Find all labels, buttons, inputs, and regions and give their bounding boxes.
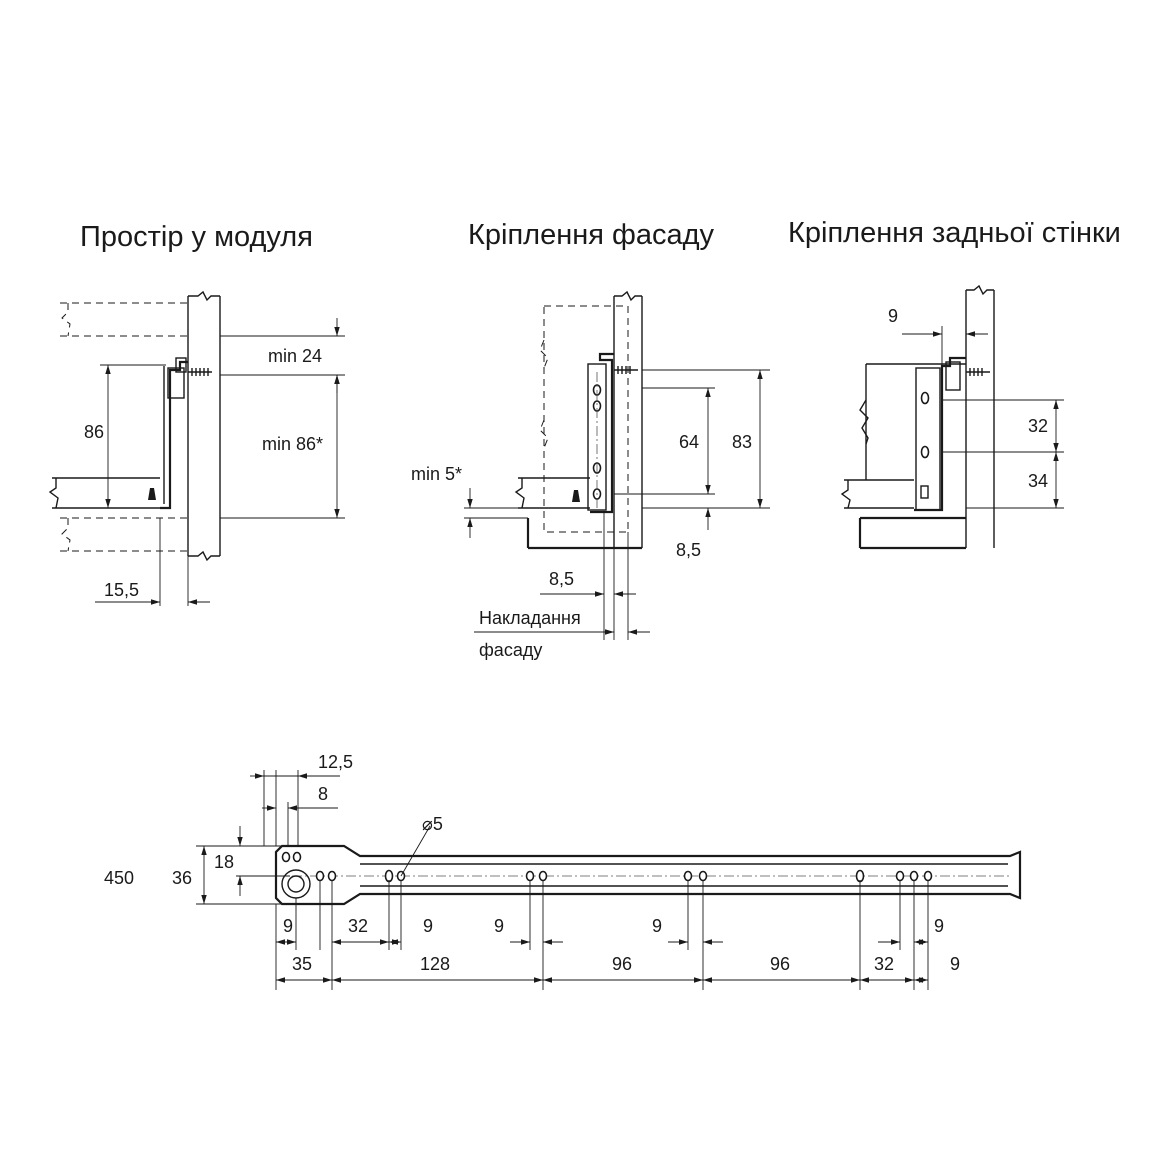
dim-8-5-side: 8,5 xyxy=(549,569,574,589)
dim-min-24: min 24 xyxy=(268,346,322,366)
dim-12-5: 12,5 xyxy=(318,752,353,772)
dim-450: 450 xyxy=(104,868,134,888)
dim-34-back: 34 xyxy=(1028,471,1048,491)
dim-83: 83 xyxy=(732,432,752,452)
dim-row1-1: 32 xyxy=(348,916,368,936)
dim-row2-5: 9 xyxy=(950,954,960,974)
dim-row1-5: 9 xyxy=(934,916,944,936)
dim-18: 18 xyxy=(214,852,234,872)
facade-mount-drawing xyxy=(464,290,770,640)
dim-row2-2: 96 xyxy=(612,954,632,974)
dim-diameter-5: ⌀5 xyxy=(422,814,443,834)
back-mount-drawing xyxy=(840,284,1064,550)
dim-32-back: 32 xyxy=(1028,416,1048,436)
dim-row2-0: 35 xyxy=(292,954,312,974)
dim-64: 64 xyxy=(679,432,699,452)
dim-86: 86 xyxy=(84,422,104,442)
label-overlay-line2: фасаду xyxy=(479,640,542,660)
dim-row1-2: 9 xyxy=(423,916,433,936)
dim-row1-3: 9 xyxy=(494,916,504,936)
title-facade-mount: Кріплення фасаду xyxy=(468,219,715,251)
title-module-space: Простір у модуля xyxy=(80,221,313,253)
title-back-mount: Кріплення задньої стінки xyxy=(788,217,1121,249)
dim-8: 8 xyxy=(318,784,328,804)
dim-row1-4: 9 xyxy=(652,916,662,936)
dim-36: 36 xyxy=(172,868,192,888)
runner-drawing xyxy=(196,770,1022,990)
dim-min-5: min 5* xyxy=(411,464,462,484)
label-overlay-line1: Накладання xyxy=(479,608,581,628)
dim-row2-3: 96 xyxy=(770,954,790,974)
dim-9-back: 9 xyxy=(888,306,898,326)
dim-row1-0: 9 xyxy=(283,916,293,936)
dim-8-5-bottom: 8,5 xyxy=(676,540,701,560)
dim-row2-1: 128 xyxy=(420,954,450,974)
dim-min-86: min 86* xyxy=(262,434,323,454)
dim-15-5: 15,5 xyxy=(104,580,139,600)
module-space-drawing xyxy=(48,290,345,606)
dim-row2-4: 32 xyxy=(874,954,894,974)
